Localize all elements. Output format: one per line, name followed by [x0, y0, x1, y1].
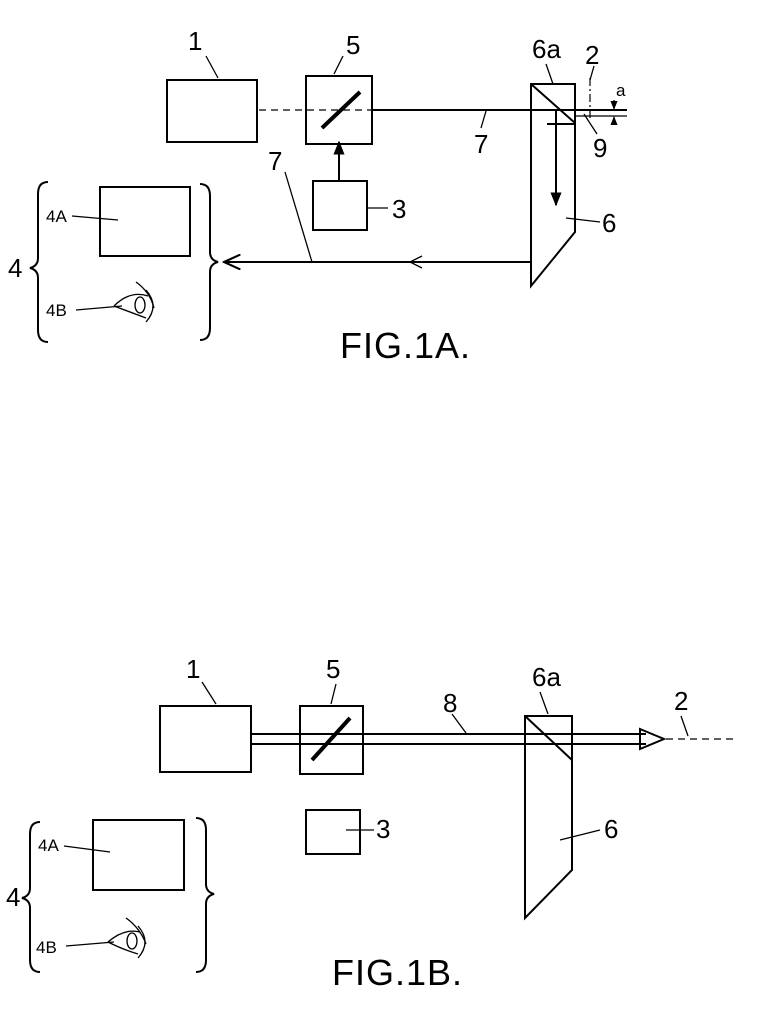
- label-7-beam: 7: [474, 129, 488, 159]
- leader-6: [560, 830, 600, 840]
- prism-6a-separator: [531, 84, 575, 123]
- label-5: 5: [326, 654, 340, 684]
- label-1: 1: [186, 654, 200, 684]
- label-4a: 4A: [46, 207, 67, 226]
- leader-6a: [546, 64, 553, 84]
- label-4b: 4B: [36, 938, 57, 957]
- leader-6a: [540, 692, 548, 714]
- figure-1b: 1 5 8 2 6a 6 3 4 4A: [6, 654, 736, 993]
- label-6a: 6a: [532, 34, 561, 64]
- prism-6: [525, 716, 572, 918]
- label-6: 6: [602, 208, 616, 238]
- box-1-laser: [167, 80, 257, 142]
- label-9: 9: [593, 133, 607, 163]
- label-3: 3: [392, 194, 406, 224]
- label-4: 4: [8, 253, 22, 283]
- box-3: [306, 810, 360, 854]
- leader-4a: [64, 846, 110, 852]
- caption-fig-1a: FIG.1A.: [340, 325, 471, 366]
- brace-right: [200, 184, 218, 340]
- prism-6a-separator: [525, 716, 572, 760]
- label-4b: 4B: [46, 301, 67, 320]
- leader-1: [206, 56, 218, 78]
- leader-7-beam: [481, 111, 486, 128]
- leader-5: [334, 56, 343, 74]
- splitter-mirror: [312, 718, 350, 760]
- leader-4b: [66, 942, 114, 946]
- label-6: 6: [604, 814, 618, 844]
- beam-8-arrowhead: [640, 729, 664, 749]
- box-4a-detector: [93, 820, 184, 890]
- figure-1a: 1 5 3 7 6a 6 7 2: [8, 26, 627, 366]
- splitter-mirror: [322, 92, 360, 128]
- label-a: a: [616, 81, 626, 100]
- label-7-lower: 7: [268, 146, 282, 176]
- label-2: 2: [674, 686, 688, 716]
- leader-6: [566, 218, 600, 222]
- label-2: 2: [585, 40, 599, 70]
- brace-right: [196, 818, 214, 972]
- label-4: 4: [6, 882, 20, 912]
- box-3: [313, 181, 367, 230]
- box-4a-detector: [100, 187, 190, 256]
- label-5: 5: [346, 30, 360, 60]
- leader-4b: [76, 306, 122, 310]
- leader-7-lower: [285, 172, 312, 262]
- caption-fig-1b: FIG.1B.: [332, 952, 463, 993]
- label-3: 3: [376, 814, 390, 844]
- leader-4a: [72, 216, 118, 220]
- box-1-laser: [160, 706, 251, 772]
- label-8: 8: [443, 688, 457, 718]
- eye-icon: [108, 918, 146, 958]
- leader-5: [331, 684, 336, 704]
- leader-1: [202, 682, 216, 704]
- label-6a: 6a: [532, 662, 561, 692]
- label-4a: 4A: [38, 836, 59, 855]
- leader-2: [681, 716, 688, 736]
- eye-icon: [114, 282, 154, 322]
- prism-6: [531, 84, 575, 286]
- label-1: 1: [188, 26, 202, 56]
